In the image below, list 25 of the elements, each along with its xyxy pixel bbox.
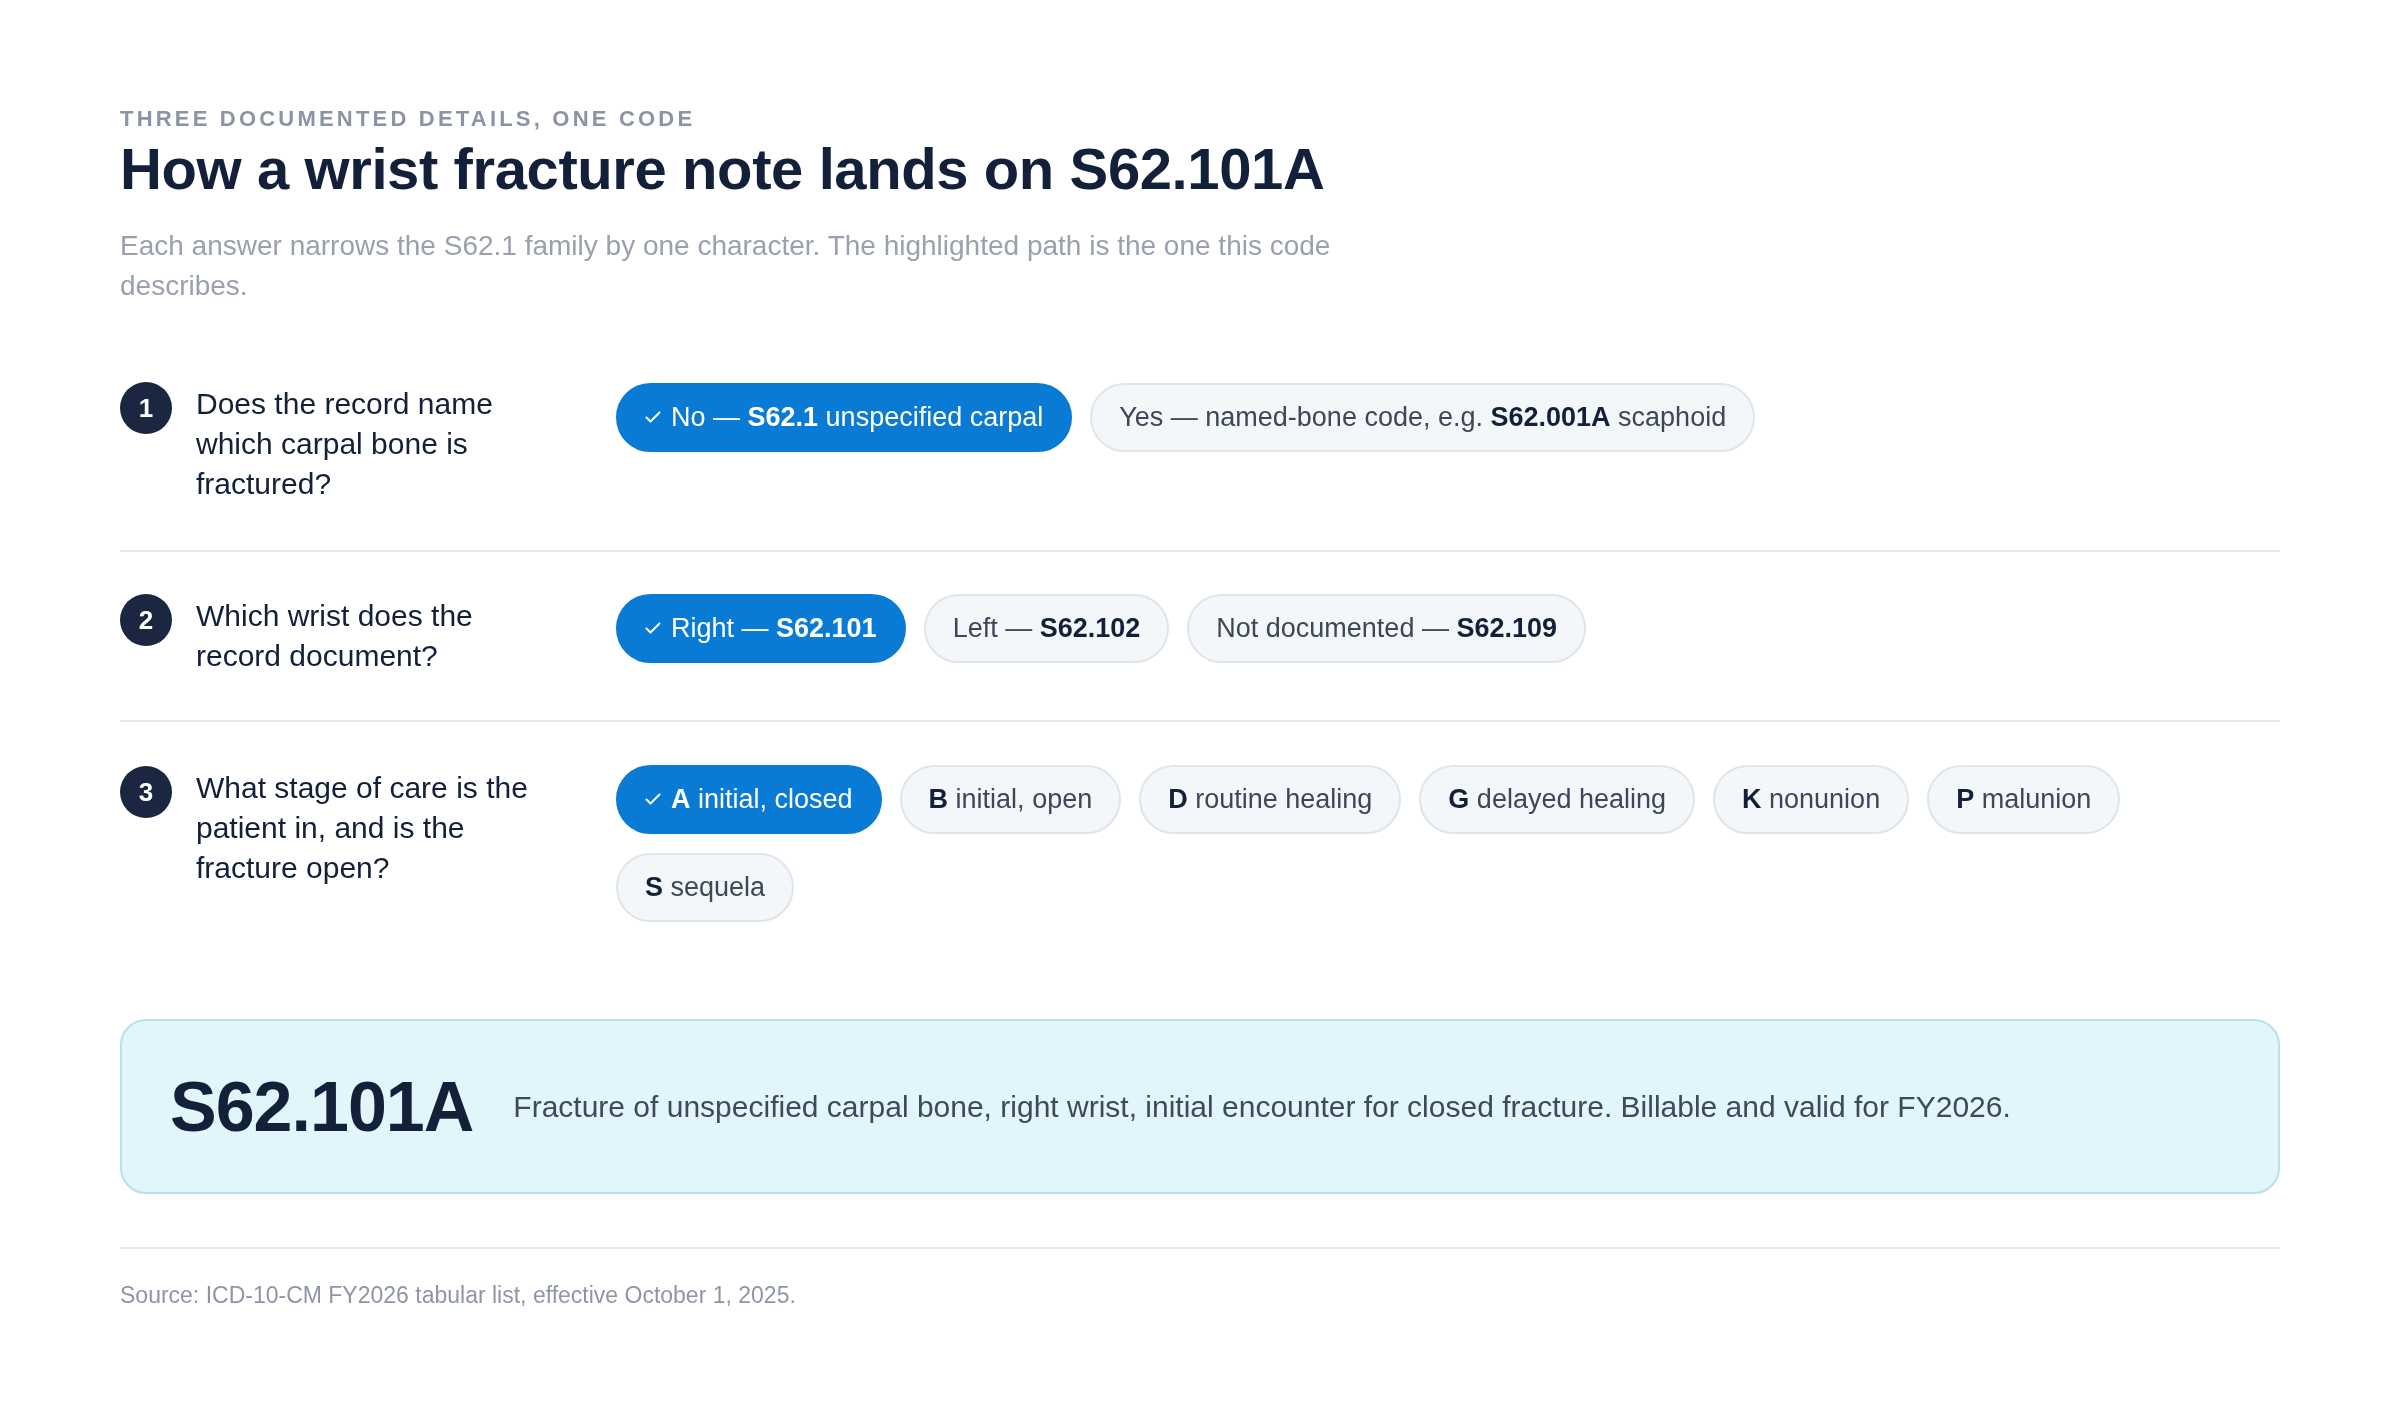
source-note: Source: ICD-10-CM FY2026 tabular list, effective October 1, 2025.: [120, 1281, 796, 1310]
answer-chip: P malunion: [1927, 765, 2121, 834]
step-number: 2: [120, 594, 172, 646]
answer-chip: K nonunion: [1713, 765, 1910, 834]
answer-chip: Not documented — S62.109: [1187, 594, 1586, 663]
answer-chip: B initial, open: [899, 765, 1122, 834]
question-text: Which wrist does the record document?: [196, 598, 474, 674]
question-text: Does the record name which carpal bone is fractured?: [196, 386, 494, 502]
step-number: 1: [120, 382, 172, 434]
answer-text: Right — S62.101: [671, 613, 877, 643]
answer-chip: G delayed healing: [1419, 765, 1696, 834]
answer-text: No — S62.1 unspecified carpal: [671, 402, 1044, 432]
kicker-text: THREE DOCUMENTED DETAILS, ONE CODE: [120, 105, 696, 133]
result-panel: [120, 1019, 2280, 1194]
step-number: 3: [120, 766, 172, 818]
answer-chip: D routine healing: [1139, 765, 1402, 834]
answer-text: A initial, closed: [671, 784, 853, 814]
code-description: Fracture of unspecified carpal bone, right wrist, initial encounter for closed fracture. Billable and valid for FY2026.: [513, 1088, 2011, 1125]
title-text: How a wrist fracture note lands on S62.101A: [120, 135, 1325, 203]
answer-chip: Left — S62.102: [923, 594, 1170, 663]
answer-chip: S sequela: [616, 853, 795, 922]
subtitle-text: Each answer narrows the S62.1 family by one character. The highlighted path is the one this code describes.: [120, 229, 1332, 303]
question-text: What stage of care is the patient in, and is the fracture open?: [196, 770, 529, 886]
code-heading: S62.101A: [170, 1066, 474, 1147]
answer-chip: Yes — named-bone code, e.g. S62.001A scaphoid: [1090, 383, 1756, 452]
